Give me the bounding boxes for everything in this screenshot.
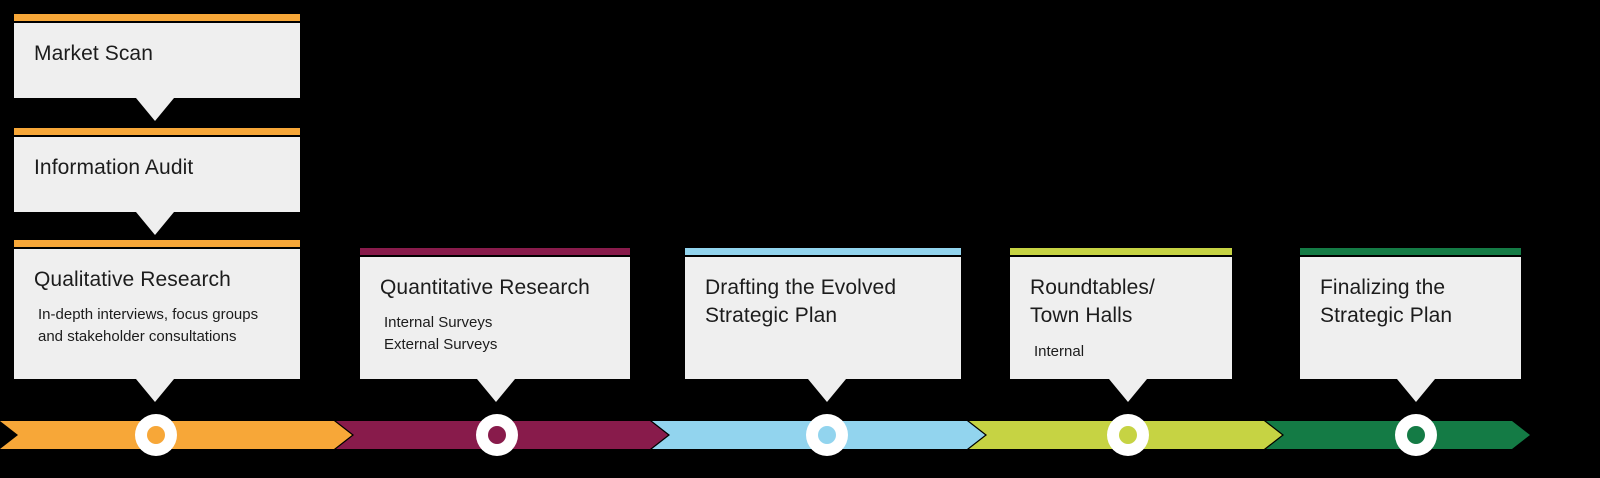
callout-information-audit: Information Audit	[14, 128, 300, 235]
callout-title: Market Scan	[34, 42, 153, 65]
callout-accent-bar	[1010, 248, 1232, 255]
callout-accent-bar	[14, 14, 300, 21]
timeline-arrow	[0, 421, 1600, 449]
callout-roundtables-town-halls: Roundtables/ Town Halls Internal	[1010, 248, 1232, 402]
callout-accent-bar	[14, 128, 300, 135]
callout-subtitle: Internal Surveys External Surveys	[384, 314, 498, 354]
callout-body: Quantitative Research Internal Surveys E…	[360, 257, 630, 379]
timeline-node-qualitative	[135, 414, 177, 456]
callout-tail-down-icon	[808, 379, 846, 402]
timeline-node-dot	[1119, 426, 1137, 444]
callout-title: Information Audit	[34, 156, 194, 179]
timeline-node-dot	[147, 426, 165, 444]
callout-title: Quantitative Research	[380, 276, 590, 299]
callout-title: Roundtables/ Town Halls	[1030, 276, 1155, 328]
callout-body: Finalizing the Strategic Plan	[1300, 257, 1521, 379]
timeline-node-quantitative	[476, 414, 518, 456]
callout-body: Drafting the Evolved Strategic Plan	[685, 257, 961, 379]
callout-tail-down-icon	[136, 379, 174, 402]
callout-body: Qualitative Research In-depth interviews…	[14, 249, 300, 379]
callout-accent-bar	[14, 240, 300, 247]
callout-body: Roundtables/ Town Halls Internal	[1010, 257, 1232, 379]
callout-quantitative-research: Quantitative Research Internal Surveys E…	[360, 248, 630, 402]
timeline-node-dot	[488, 426, 506, 444]
callout-accent-bar	[685, 248, 961, 255]
callout-accent-bar	[360, 248, 630, 255]
callout-tail-down-icon	[477, 379, 515, 402]
callout-title: Qualitative Research	[34, 268, 231, 291]
callout-body: Information Audit	[14, 137, 300, 212]
callout-body: Market Scan	[14, 23, 300, 98]
callout-tail-down-icon	[136, 98, 174, 121]
callout-tail-down-icon	[1397, 379, 1435, 402]
callout-qualitative-research: Qualitative Research In-depth interviews…	[14, 240, 300, 402]
callout-subtitle: In-depth interviews, focus groups and st…	[38, 306, 259, 346]
timeline-node-dot	[818, 426, 836, 444]
callout-finalizing-strategic-plan: Finalizing the Strategic Plan	[1300, 248, 1521, 402]
callout-tail-down-icon	[1109, 379, 1147, 402]
timeline-node-finalizing	[1395, 414, 1437, 456]
callout-title: Drafting the Evolved Strategic Plan	[705, 276, 897, 328]
callout-market-scan: Market Scan	[14, 14, 300, 121]
callout-drafting-strategic-plan: Drafting the Evolved Strategic Plan	[685, 248, 961, 402]
timeline-node-dot	[1407, 426, 1425, 444]
timeline-node-drafting	[806, 414, 848, 456]
timeline-node-roundtables	[1107, 414, 1149, 456]
callout-tail-down-icon	[136, 212, 174, 235]
callout-title: Finalizing the Strategic Plan	[1320, 276, 1453, 328]
callout-subtitle: Internal	[1034, 342, 1085, 360]
callout-accent-bar	[1300, 248, 1521, 255]
